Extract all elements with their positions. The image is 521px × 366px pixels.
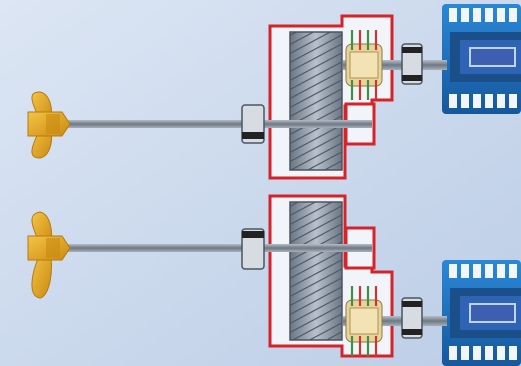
clutch bbox=[343, 286, 395, 356]
shaft-coupling bbox=[241, 228, 265, 270]
clutch bbox=[343, 30, 395, 100]
propeller-icon bbox=[27, 91, 71, 159]
large-gear bbox=[289, 31, 343, 171]
propeller-shaft bbox=[62, 120, 372, 128]
propeller-shaft bbox=[62, 244, 372, 252]
shaft-coupling bbox=[241, 104, 265, 144]
upper-assembly bbox=[27, 4, 521, 180]
engine-icon bbox=[442, 260, 521, 366]
large-gear bbox=[289, 201, 343, 341]
propeller-icon bbox=[27, 211, 71, 299]
lower-assembly bbox=[27, 194, 521, 366]
engine-coupling bbox=[401, 43, 423, 85]
engine-icon bbox=[442, 4, 521, 114]
engine-coupling bbox=[401, 297, 423, 339]
